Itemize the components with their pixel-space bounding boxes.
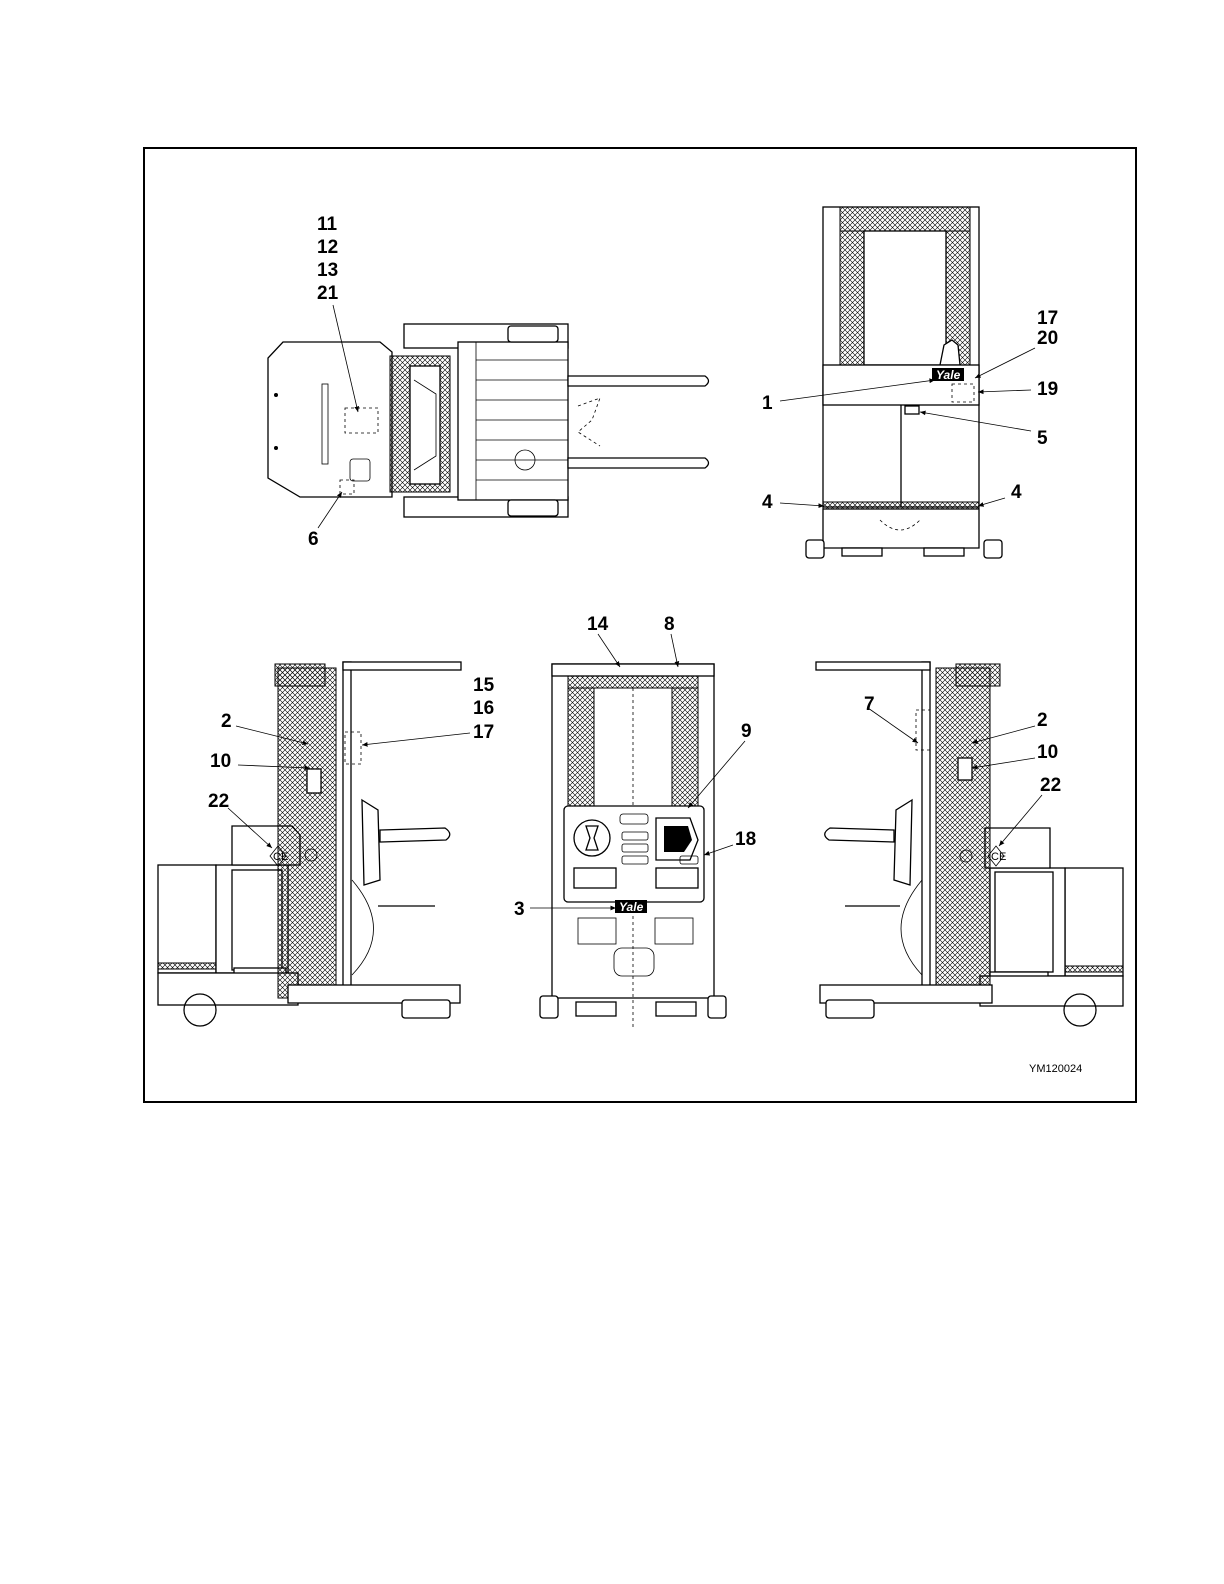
callout-14: 14: [587, 614, 609, 635]
callout-17-rear: 17: [1037, 308, 1058, 329]
callout-20: 20: [1037, 328, 1058, 349]
top-view: [268, 324, 709, 517]
callout-12: 12: [317, 237, 338, 258]
callout-19: 19: [1037, 379, 1058, 400]
callout-9: 9: [741, 721, 752, 742]
rear-view: Yale: [806, 207, 1002, 558]
callout-18: 18: [735, 829, 756, 850]
left-ce-mark: CE: [273, 851, 288, 863]
callout-1: 1: [762, 393, 773, 414]
callout-17-side: 17: [473, 722, 494, 743]
left-side-view: CE: [158, 662, 461, 1026]
rear-yale-logo: Yale: [936, 368, 961, 382]
callout-6: 6: [308, 529, 319, 550]
callout-15: 15: [473, 675, 495, 696]
callout-5: 5: [1037, 428, 1048, 449]
callout-2-left: 2: [221, 711, 232, 732]
right-side-view: CE: [816, 662, 1123, 1026]
callout-13: 13: [317, 260, 338, 281]
callout-16: 16: [473, 698, 494, 719]
callout-3: 3: [514, 899, 525, 920]
callout-4-left: 4: [762, 492, 773, 513]
callout-10-right: 10: [1037, 742, 1058, 763]
right-ce-mark: CE: [991, 851, 1006, 863]
callout-21: 21: [317, 283, 339, 304]
callout-22-left: 22: [208, 791, 229, 812]
callout-8: 8: [664, 614, 675, 635]
front-yale-logo: Yale: [619, 900, 644, 914]
front-view: Yale: [540, 664, 726, 1030]
callout-4-right: 4: [1011, 482, 1022, 503]
callout-11: 11: [317, 214, 338, 235]
callout-22-right: 22: [1040, 775, 1061, 796]
figure-code: YM120024: [1029, 1063, 1082, 1075]
callout-7: 7: [864, 694, 875, 715]
callout-2-right: 2: [1037, 710, 1048, 731]
callout-10-left: 10: [210, 751, 231, 772]
